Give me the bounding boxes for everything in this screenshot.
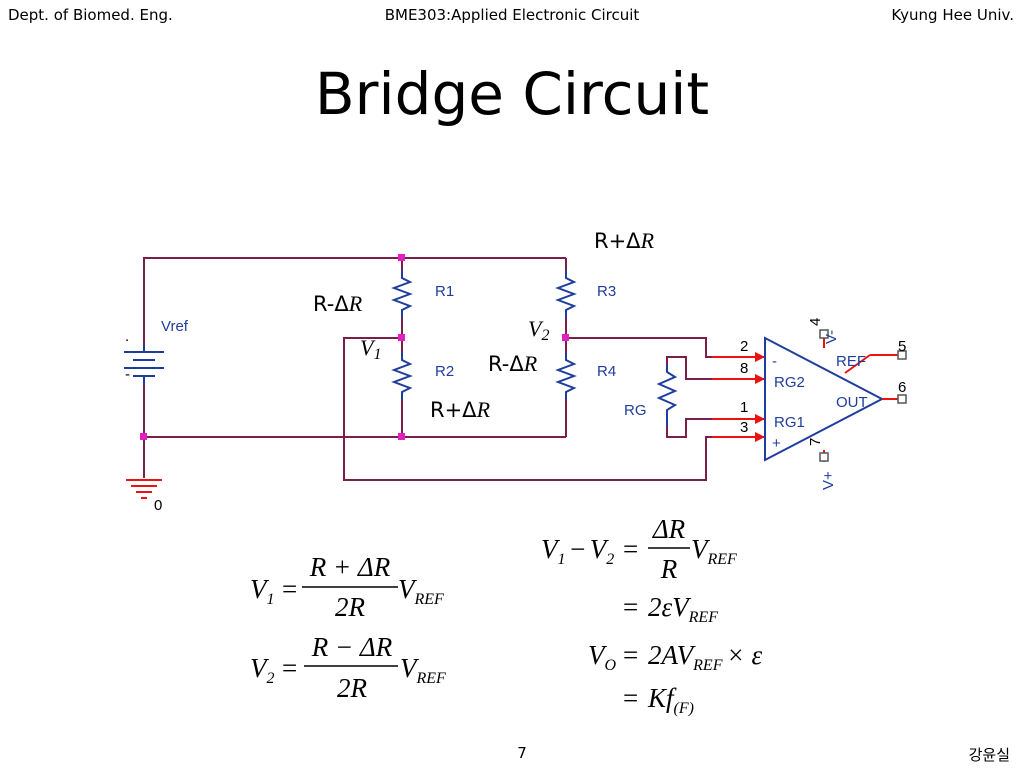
pin-4-label: 4 — [807, 318, 824, 326]
wire-top — [143, 257, 566, 345]
r3-value: R+ΔR — [594, 228, 655, 253]
wire-rg-to-pin1 — [666, 418, 712, 438]
junction-nodes — [140, 254, 569, 440]
pin-6-label: 6 — [898, 379, 906, 396]
wires — [143, 257, 712, 481]
eq-v2-lhs: V2 — [250, 653, 275, 687]
eq-diff-vref: VREF — [691, 534, 737, 568]
eq-diff-denominator: R — [660, 554, 678, 584]
eq-v2-denominator: 2R — [337, 673, 368, 703]
eq-diff-equals-2: = — [623, 592, 638, 622]
v1-node-label: V1 — [360, 335, 381, 363]
amp-ref-label: REF — [836, 353, 866, 370]
author-name: 강윤실 — [968, 746, 1010, 764]
eq-v1-equals: = — [282, 574, 297, 604]
instrumentation-amplifier — [764, 336, 885, 462]
eq-v1-vref: VREF — [398, 574, 444, 608]
pin-8-label: 8 — [740, 360, 748, 377]
resistor-r1 — [391, 270, 413, 318]
eq-diff-numerator: ΔR — [652, 514, 686, 544]
r2-label: R2 — [435, 363, 454, 380]
eq-v2-equals: = — [282, 653, 297, 683]
pin-7-label: 7 — [807, 438, 824, 446]
wire-v1-to-pin3 — [343, 337, 712, 481]
resistors — [391, 270, 678, 427]
ground-label: 0 — [154, 497, 162, 514]
equation-v1: V1 = R + ΔR 2R VREF — [250, 552, 444, 622]
eq-diff-equals-4: = — [623, 683, 638, 713]
equation-v2: V2 = R − ΔR 2R VREF — [250, 632, 446, 703]
eq-vo-rhs: 2AVREF× ε — [648, 640, 762, 674]
resistor-r2 — [391, 352, 413, 400]
eq-kf: Kf(F) — [647, 683, 694, 717]
node-source-bottom — [140, 433, 147, 440]
node-top — [398, 254, 405, 261]
header-university: Kyung Hee Univ. — [891, 6, 1014, 24]
v2-node-label: V2 — [528, 316, 549, 344]
eq-diff-line2: 2εVREF — [648, 592, 718, 626]
r4-label: R4 — [597, 363, 616, 380]
eq-diff-equals-3: = — [623, 640, 638, 670]
pin-3-label: 3 — [740, 419, 748, 436]
pin7-terminal — [819, 452, 829, 462]
header-course: BME303:Applied Electronic Circuit — [384, 6, 640, 24]
eq-v2-vref: VREF — [400, 653, 446, 687]
r1-label: R1 — [435, 283, 454, 300]
pin6-terminal — [897, 394, 907, 404]
pin-2-label: 2 — [740, 338, 748, 355]
header-department: Dept. of Biomed. Eng. — [8, 6, 173, 24]
resistor-rg — [656, 365, 678, 427]
rg-label: RG — [624, 402, 647, 419]
r1-value: R-ΔR — [313, 291, 363, 316]
node-v1 — [398, 334, 405, 341]
amp-plus-label: + — [772, 435, 781, 452]
node-bottom — [398, 433, 405, 440]
eq-diff-lhs: V1−V2 — [541, 534, 614, 568]
pin5-terminal — [897, 350, 907, 360]
ground-symbol — [126, 479, 162, 499]
vref-label: Vref — [161, 318, 189, 335]
r4-value: R-ΔR — [488, 351, 538, 376]
r2-value: R+ΔR — [430, 397, 491, 422]
pin4-terminal — [819, 329, 829, 339]
resistor-r4 — [555, 352, 577, 400]
node-v2 — [562, 334, 569, 341]
equation-difference: V1−V2 = ΔR R VREF = 2εVREF VO = 2AVREF× … — [541, 514, 762, 717]
wire-bottom — [143, 385, 566, 438]
resistor-r3 — [555, 270, 577, 318]
amp-vminus-label: V- — [823, 330, 840, 344]
eq-v1-denominator: 2R — [335, 592, 366, 622]
svg-text:-: - — [125, 366, 130, 383]
eq-v1-numerator: R + ΔR — [309, 552, 391, 582]
eq-v1-lhs: V1 — [250, 574, 275, 608]
eq-v2-numerator: R − ΔR — [311, 632, 393, 662]
eq-vo-lhs: VO — [588, 640, 617, 674]
amp-out-label: OUT — [836, 394, 868, 411]
vref-source: . - — [124, 328, 164, 385]
pin-5-label: 5 — [898, 338, 906, 355]
ref-lead — [844, 354, 871, 374]
page-number: 7 — [517, 744, 527, 762]
slide-title: Bridge Circuit — [314, 60, 710, 128]
amp-vplus-label: V+ — [820, 471, 837, 490]
svg-text:.: . — [125, 328, 129, 345]
wire-v2-to-pin2 — [566, 337, 712, 358]
amp-rg2-label: RG2 — [774, 374, 805, 391]
amp-minus-label: - — [772, 353, 777, 370]
pin-1-label: 1 — [740, 399, 748, 416]
wire-rg-to-pin8 — [666, 356, 712, 380]
amp-rg1-label: RG1 — [774, 414, 805, 431]
r3-label: R3 — [597, 283, 616, 300]
eq-diff-equals-1: = — [623, 534, 638, 564]
